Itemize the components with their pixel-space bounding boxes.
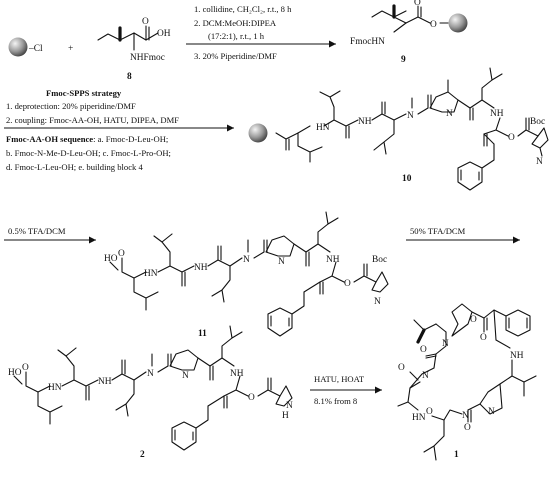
c1-o-4: O: [426, 407, 433, 417]
step1-cond-2: 2. DCM:MeOH:DIPEA: [194, 18, 277, 28]
step5-condition-1: HATU, HOAT: [314, 374, 365, 384]
c2-ho-label: HO: [8, 368, 22, 378]
c1-ester-o: O: [470, 315, 477, 325]
compound-8-structure: [97, 25, 159, 51]
c9-resin-bead: [448, 13, 468, 33]
compound-2-structure: [13, 325, 293, 451]
step3-condition: 0.5% TFA/DCM: [8, 226, 66, 236]
c1-n-pro-2: N: [488, 407, 495, 417]
hydroxyl-label: OH: [157, 29, 171, 39]
c1-n-pro: N: [442, 339, 449, 349]
chloride-label: –Cl: [28, 44, 43, 54]
c1-n-me: N: [462, 411, 469, 421]
step1-cond-4: 3. 20% Piperidine/DMF: [194, 51, 277, 61]
spps-arrowhead: [227, 124, 234, 132]
c11-hn-1: HN: [144, 269, 158, 279]
c1-nh-label: NH: [510, 351, 524, 361]
c2-pro-n: N: [286, 401, 293, 411]
c1-n-1: N: [422, 371, 429, 381]
step5-arrowhead: [375, 386, 382, 394]
c11-nh-1: NH: [194, 263, 208, 273]
step1-cond-3: (17:2:1), r.t., 1 h: [208, 31, 265, 41]
c11-boc-label: Boc: [372, 255, 387, 265]
sequence-label: Fmoc-AA-OH sequence: [6, 134, 93, 144]
c2-n-1: N: [147, 369, 154, 379]
c11-ho-label: HO: [104, 254, 118, 264]
c10-hn-1: HN: [316, 123, 330, 133]
c10-n-2: N: [446, 109, 453, 119]
c10-nh-1: NH: [358, 117, 372, 127]
c10-nh-2: NH: [490, 109, 504, 119]
step4-condition: 50% TFA/DCM: [410, 226, 466, 236]
c2-pro-h: H: [282, 411, 289, 421]
carbonyl-o-label: O: [142, 17, 149, 27]
step1-arrowhead: [329, 40, 336, 48]
c1-o-2: O: [420, 345, 427, 355]
compound-1-structure: [397, 303, 537, 461]
c10-resin-bead: [248, 123, 268, 143]
c2-ester-o: O: [248, 393, 255, 403]
c1-hn-label: HN: [412, 413, 426, 423]
c1-o-1: O: [480, 333, 487, 343]
c10-boc-label: Boc: [530, 117, 545, 127]
sequence-line-1: Fmoc-AA-OH sequence: a. Fmoc-D-Leu-OH;: [6, 134, 168, 144]
nhfmoc-label: NHFmoc: [130, 53, 165, 63]
resin-bead: [8, 37, 28, 57]
spps-title: Fmoc-SPPS strategy: [46, 88, 122, 98]
compound-11-label: 11: [198, 329, 207, 339]
c10-n-1: N: [407, 111, 414, 121]
spps-step-2: 2. coupling: Fmoc-AA-OH, HATU, DIPEA, DM…: [6, 115, 179, 125]
c10-pro-n: N: [536, 157, 543, 167]
c2-n-2: N: [182, 371, 189, 381]
compound-11-structure: [109, 211, 389, 337]
compound-9-structure: [371, 4, 449, 33]
plus-sign: +: [68, 44, 73, 54]
c11-n-2: N: [278, 257, 285, 267]
c9-ester-o-label: O: [430, 20, 437, 30]
c11-pro-n: N: [374, 297, 381, 307]
c11-n-1: N: [243, 255, 250, 265]
step5-condition-2: 8.1% from 8: [314, 396, 357, 406]
c1-o-5: O: [398, 363, 405, 373]
step4-arrowhead: [513, 236, 520, 244]
c9-o-label: O: [414, 0, 421, 8]
compound-8-label: 8: [127, 72, 132, 82]
c11-ester-o: O: [344, 279, 351, 289]
compound-10-structure: [248, 67, 549, 191]
c2-nh-2: NH: [230, 369, 244, 379]
step3-arrowhead: [89, 236, 96, 244]
compound-10-label: 10: [402, 174, 412, 184]
c10-ester-o: O: [508, 133, 515, 143]
spps-step-1: 1. deprotection: 20% piperidine/DMF: [6, 101, 136, 111]
c11-nh-2: NH: [326, 255, 340, 265]
step1-cond-1: 1. collidine, CH₂Cl₂, r.t., 8 h: [194, 4, 292, 14]
sequence-item-a: : a. Fmoc-D-Leu-OH;: [93, 134, 168, 144]
sequence-line-2: b. Fmoc-N-Me-D-Leu-OH; c. Fmoc-L-Pro-OH;: [6, 148, 171, 158]
compound-1-label: 1: [454, 450, 459, 460]
sequence-line-3: d. Fmoc-L-Leu-OH; e. building block 4: [6, 162, 143, 172]
c9-fmochn-label: FmocHN: [350, 37, 385, 47]
compound-2-label: 2: [140, 450, 145, 460]
c2-hn-1: HN: [48, 383, 62, 393]
c2-nh-1: NH: [98, 377, 112, 387]
compound-9-label: 9: [401, 55, 406, 65]
c2-acid-o: O: [22, 363, 29, 373]
c11-acid-o: O: [118, 249, 125, 259]
c1-o-3: O: [464, 423, 471, 433]
